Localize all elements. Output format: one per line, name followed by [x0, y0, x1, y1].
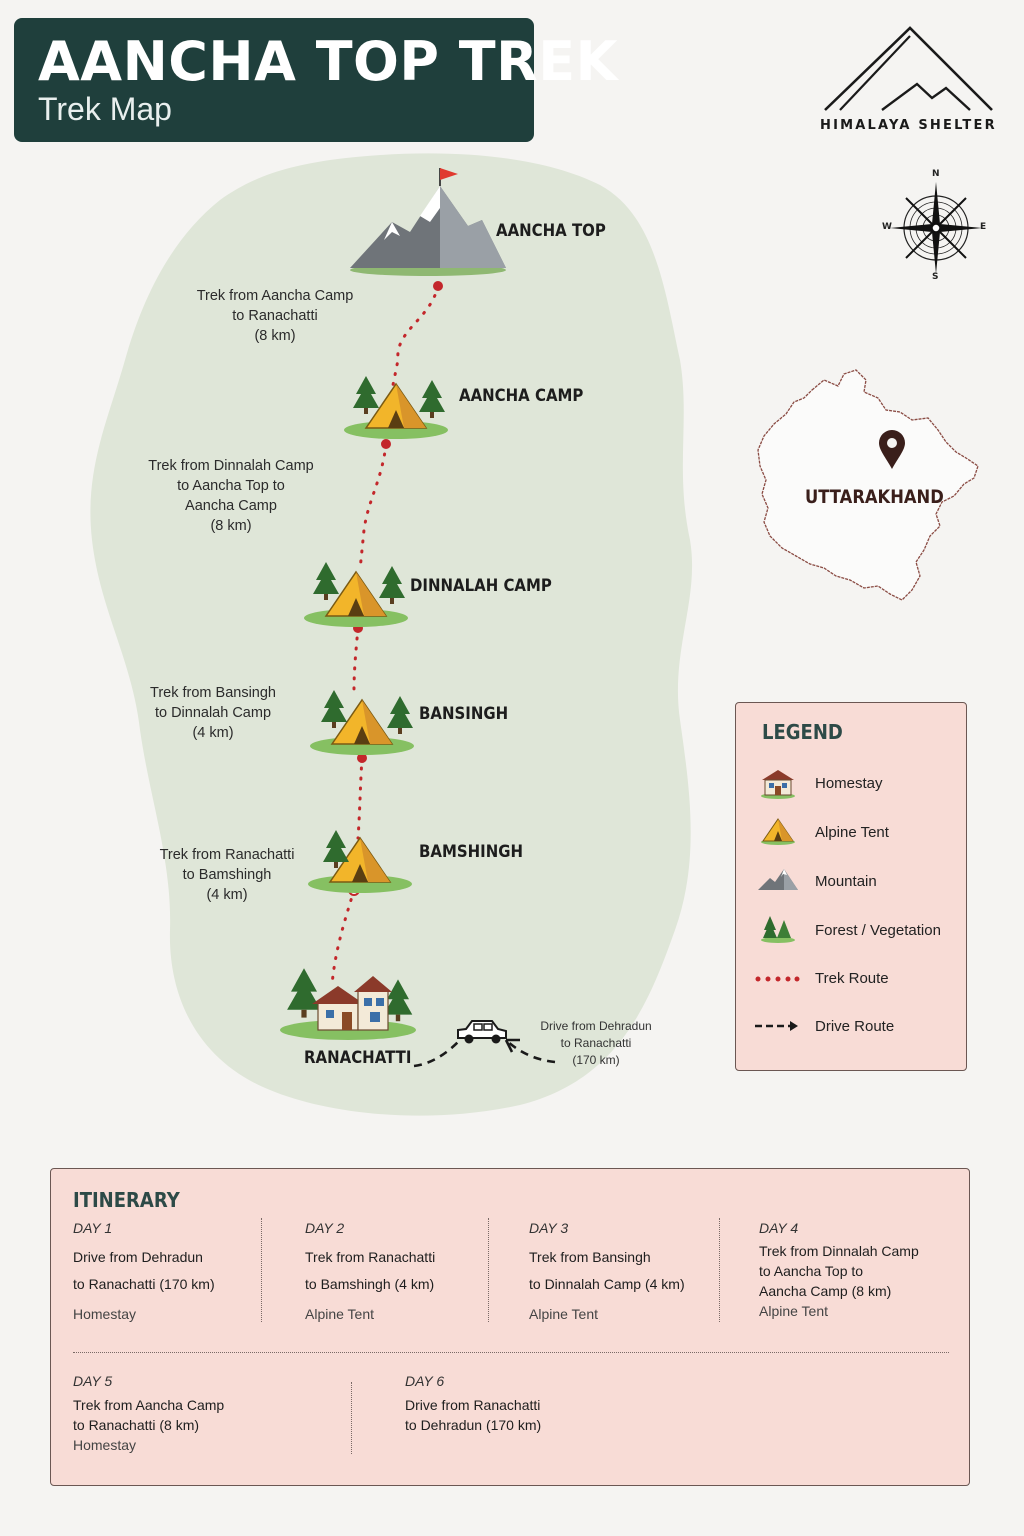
day-stay: Alpine Tent: [305, 1306, 375, 1322]
divider: [261, 1218, 262, 1322]
itinerary-day-1: DAY 1 Drive from Dehradun to Ranachatti …: [73, 1220, 253, 1322]
forest-icon: [761, 916, 795, 943]
drive-route-icon: [755, 1021, 798, 1031]
title-banner: [14, 18, 534, 142]
stop-label-ranachatti: RANACHATTI: [304, 1048, 412, 1068]
segment-label: Trek from Dinnalah Camp to Aancha Top to…: [148, 458, 314, 534]
itinerary-panel: [50, 1168, 970, 1486]
trek-map: [90, 153, 693, 1116]
stop-label-dinnalah-camp: DINNALAH CAMP: [410, 576, 552, 596]
drive-label: Drive from Dehradun to Ranachatti (170 k…: [540, 1019, 652, 1067]
map-pin-icon: [879, 430, 905, 469]
day-stay: Alpine Tent: [759, 1303, 829, 1319]
legend-label-drive-route: Drive Route: [815, 1018, 895, 1035]
day-label: DAY 5: [73, 1373, 113, 1389]
compass-icon: [890, 182, 982, 274]
segment-label: Trek from Bansingh to Dinnalah Camp (4 k…: [150, 685, 276, 741]
state-outline-map: [757, 369, 979, 601]
compass-south: S: [932, 272, 939, 282]
day-label: DAY 2: [305, 1220, 345, 1236]
compass-east: E: [980, 222, 987, 232]
tent-icon: [761, 818, 795, 845]
drive-route-line: [413, 1041, 556, 1068]
compass-west: W: [882, 222, 892, 232]
mountain-logo-icon: [824, 26, 993, 111]
divider: [351, 1382, 352, 1454]
day-description: Drive from Ranachatti to Dehradun (170 k…: [405, 1397, 542, 1433]
itinerary-day-3: DAY 3 Trek from Bansingh to Dinnalah Cam…: [529, 1220, 714, 1322]
state-label: UTTARAKHAND: [805, 486, 944, 508]
trek-route-line: [330, 284, 440, 987]
legend-title: LEGEND: [762, 720, 843, 744]
page-subtitle: Trek Map: [38, 91, 172, 127]
stop-label-bamshingh: BAMSHINGH: [419, 842, 524, 862]
legend-label-alpine-tent: Alpine Tent: [815, 824, 889, 841]
car-icon: [457, 1020, 507, 1044]
stop-label-aancha-camp: AANCHA CAMP: [459, 386, 584, 406]
homestay-icon: [761, 770, 795, 799]
itinerary-day-2: DAY 2 Trek from Ranachatti to Bamshingh …: [305, 1220, 485, 1322]
day-description: Trek from Bansingh to Dinnalah Camp (4 k…: [529, 1249, 685, 1292]
ranachatti-homestay-icon: [280, 968, 416, 1040]
day-label: DAY 3: [529, 1220, 569, 1236]
brand-name: HIMALAYA SHELTER: [820, 118, 997, 133]
day-stay: Homestay: [73, 1306, 137, 1322]
legend-label-mountain: Mountain: [815, 873, 877, 890]
stop-label-bansingh: BANSINGH: [419, 704, 509, 724]
stop-label-aancha-top: AANCHA TOP: [496, 221, 606, 241]
day-description: Drive from Dehradun to Ranachatti (170 k…: [73, 1249, 215, 1292]
day-description: Trek from Aancha Camp to Ranachatti (8 k…: [73, 1397, 225, 1433]
divider: [73, 1352, 949, 1353]
aancha-top-mountain-icon: [350, 168, 506, 276]
trek-route-icon: [755, 976, 800, 982]
page-title: AANCHA TOP TREK: [38, 30, 618, 93]
segment-label: Trek from Ranachatti to Bamshingh (4 km): [159, 847, 295, 903]
day-stay: Alpine Tent: [529, 1306, 599, 1322]
day-label: DAY 6: [405, 1373, 445, 1389]
day-label: DAY 1: [73, 1220, 113, 1236]
itinerary-title: ITINERARY: [73, 1188, 180, 1212]
compass-north: N: [932, 169, 940, 179]
mountain-icon: [758, 869, 798, 890]
divider: [488, 1218, 489, 1322]
legend-label-forest: Forest / Vegetation: [815, 922, 941, 939]
segment-label: Trek from Aancha Camp to Ranachatti (8 k…: [196, 288, 354, 344]
day-label: DAY 4: [759, 1220, 799, 1236]
day-stay: Homestay: [73, 1437, 137, 1453]
itinerary-day-6: DAY 6 Drive from Ranachatti to Dehradun …: [405, 1373, 665, 1435]
legend-label-trek-route: Trek Route: [815, 970, 889, 987]
day-description: Trek from Ranachatti to Bamshingh (4 km): [305, 1249, 436, 1292]
map-land-area: [90, 153, 693, 1116]
itinerary-day-5: DAY 5 Trek from Aancha Camp to Ranachatt…: [73, 1373, 333, 1453]
itinerary-day-4: DAY 4 Trek from Dinnalah Camp to Aancha …: [759, 1220, 954, 1319]
divider: [719, 1218, 720, 1322]
day-description: Trek from Dinnalah Camp to Aancha Top to…: [759, 1243, 919, 1299]
legend-label-homestay: Homestay: [815, 775, 883, 792]
